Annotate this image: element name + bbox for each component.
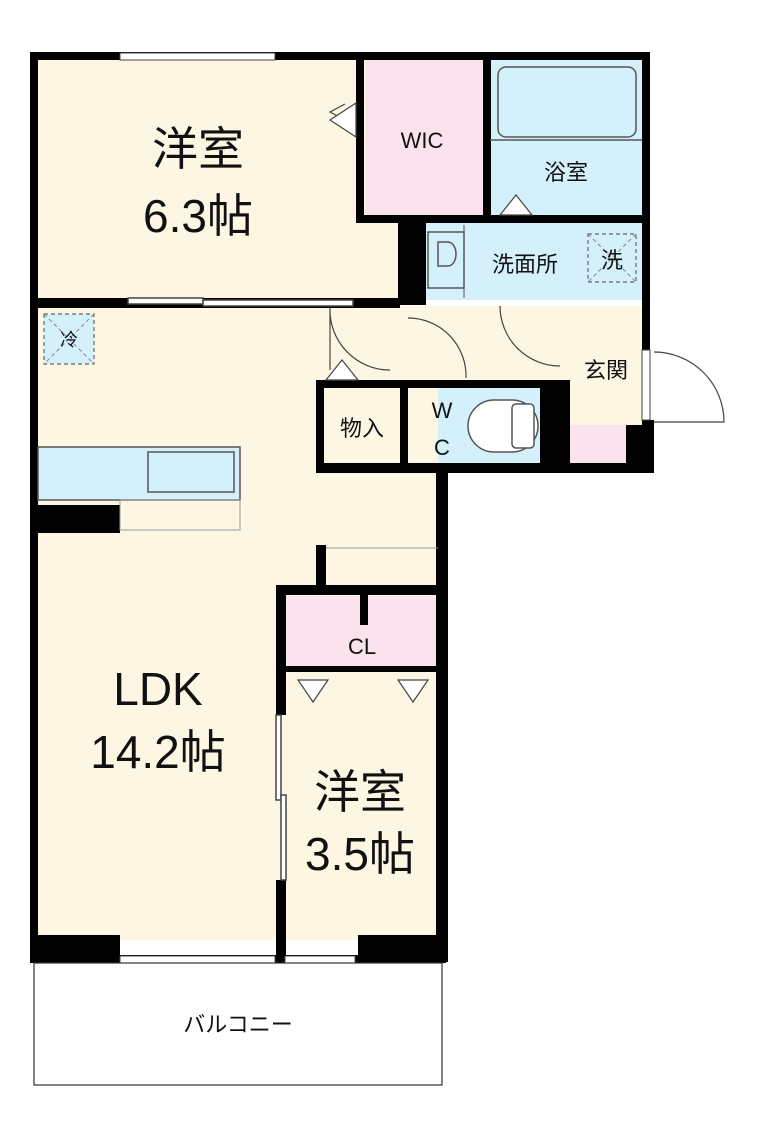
western-room-main-size: 6.3帖 <box>143 190 253 242</box>
western-room-main-floor <box>38 60 398 300</box>
storage-label: 物入 <box>340 416 384 441</box>
ldk-floor-lower <box>38 530 278 940</box>
washroom-label: 洗面所 <box>492 252 558 277</box>
hall-floor <box>38 306 568 382</box>
wic-label: WIC <box>401 128 444 153</box>
sliding-doors <box>127 297 354 881</box>
western-room-small-floor <box>285 672 437 938</box>
ldk-size: 14.2帖 <box>90 726 226 778</box>
western-room-small-size: 3.5帖 <box>305 828 415 880</box>
western-room-small-name: 洋室 <box>314 766 406 818</box>
washer-label: 洗 <box>601 248 623 273</box>
washbasin <box>427 231 465 289</box>
closet-label: CL <box>348 634 376 659</box>
kitchen-counter <box>37 446 241 531</box>
door-markers <box>296 101 534 704</box>
washbasin-bowl <box>437 241 457 267</box>
entrance-label: 玄関 <box>584 358 628 383</box>
balcony-label: バルコニー <box>183 1012 293 1037</box>
bathtub <box>497 66 637 138</box>
washing-machine-space <box>587 233 637 283</box>
wc-label-c: C <box>434 435 450 460</box>
fridge-space <box>43 313 95 365</box>
wic-floor <box>365 60 483 215</box>
toilet <box>467 399 539 453</box>
wc-label-w: W <box>432 398 453 423</box>
balcony <box>33 962 443 1086</box>
bath-label: 浴室 <box>544 160 588 185</box>
shoe-box <box>570 425 626 463</box>
ldk-name: LDK <box>113 663 203 715</box>
western-room-main-name: 洋室 <box>152 123 244 175</box>
fridge-label: 冷 <box>60 330 78 350</box>
